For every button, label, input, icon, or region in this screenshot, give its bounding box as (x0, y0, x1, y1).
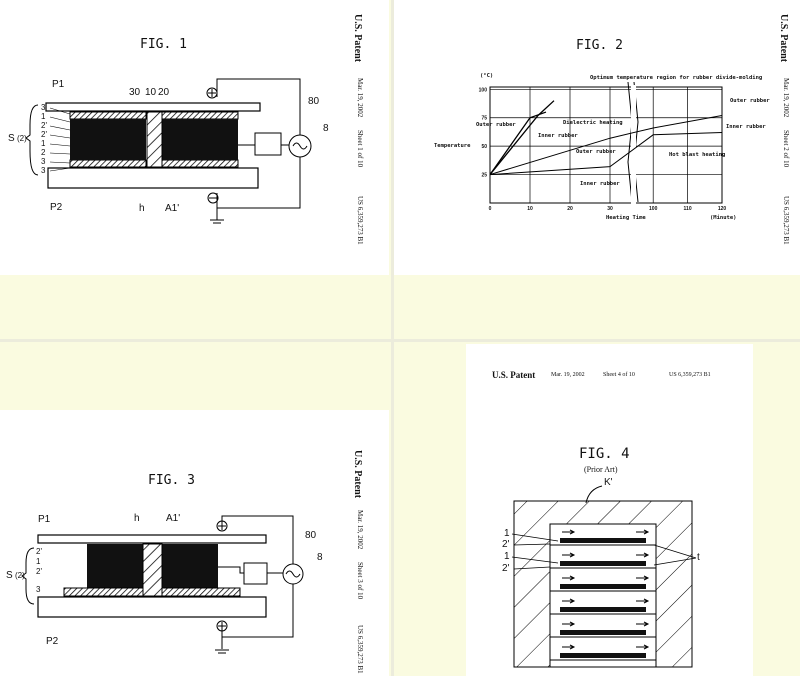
figure-3-drawing (0, 410, 389, 676)
label-2prime-b: 2' (41, 131, 47, 139)
label-80: 80 (305, 531, 316, 541)
label-3a: 3 (41, 104, 45, 112)
annotation-hot-blast: Hot blast heating (669, 153, 725, 159)
label-p2: P2 (50, 203, 62, 213)
y-tick-label: 25 (481, 173, 487, 179)
y-axis-label: Temperature (434, 144, 470, 150)
label-8: 8 (323, 124, 329, 134)
page-tile-2[interactable]: FIG. 2 1007550250102030100110120 (°C) Te… (394, 0, 800, 339)
label-s: S (6, 571, 13, 581)
label-8: 8 (317, 553, 323, 563)
label-h: h (134, 514, 140, 524)
label-2prime: 2' (41, 122, 47, 130)
label-2prime-a: 2' (502, 540, 509, 550)
header-number: US 6,359,273 B1 (356, 196, 364, 245)
annotation-inner-rubber-1: Inner rubber (538, 134, 578, 140)
label-1a: 1 (41, 113, 45, 121)
page-tile-4[interactable]: U.S. Patent Mar. 19, 2002 Sheet 4 of 10 … (394, 342, 800, 676)
x-tick-label: 20 (567, 206, 573, 212)
y-tick-label: 100 (479, 87, 488, 93)
mold-layer (560, 561, 646, 566)
annotation-outer-rubber-3: Outer rubber (730, 99, 770, 105)
label-20: 20 (158, 88, 169, 98)
x-tick-label: 100 (649, 206, 658, 212)
annotation-outer-rubber-1: Outer rubber (476, 123, 516, 129)
label-1a: 1 (504, 529, 510, 539)
label-2prime-b: 2' (36, 568, 42, 576)
header-date: Mar. 19, 2002 (356, 510, 364, 549)
label-1b: 1 (41, 140, 45, 148)
label-k: K' (604, 478, 613, 488)
label-1b: 1 (504, 552, 510, 562)
horizontal-divider (0, 339, 800, 342)
figure-4-drawing (466, 344, 753, 676)
figure-1-drawing (0, 0, 389, 275)
x-unit: (Minute) (710, 216, 737, 222)
patent-sheet-3: FIG. 3 P1 P2 h A1' 80 8 S (2 (0, 410, 389, 676)
label-30: 30 (129, 88, 140, 98)
label-p1: P1 (38, 515, 50, 525)
header-sheet: Sheet 2 of 10 (782, 130, 790, 167)
x-tick-label: 0 (489, 206, 492, 212)
label-a1: A1' (166, 514, 180, 524)
label-p1: P1 (52, 80, 64, 90)
mold-layer (560, 607, 646, 612)
annotation-dielectric: Dielectric heating (563, 121, 623, 127)
label-2-group: (2) (17, 135, 27, 143)
annotation-outer-rubber-2: Outer rubber (576, 150, 616, 156)
header-patent: U.S. Patent (352, 450, 363, 498)
label-1: 1 (36, 558, 40, 566)
figure-2-chart: 100 75 50 25 0 10 20 30 100 110 120 (394, 0, 800, 275)
header-patent: U.S. Patent (352, 14, 363, 62)
axis-break-gap (631, 85, 636, 205)
header-patent: U.S. Patent (778, 14, 789, 62)
header-date: Mar. 19, 2002 (782, 78, 790, 117)
label-2-group: (2) (15, 572, 25, 580)
label-s: S (8, 134, 15, 144)
label-2prime-b: 2' (502, 564, 509, 574)
label-3c: 3 (41, 167, 45, 175)
y-tick-label: 75 (481, 116, 487, 122)
mold-layer (560, 584, 646, 589)
x-axis-label: Heating Time (606, 216, 646, 222)
patent-sheet-2: FIG. 2 1007550250102030100110120 (°C) Te… (394, 0, 800, 275)
header-number: US 6,359,273 B1 (356, 625, 364, 674)
header-sheet: Sheet 1 of 10 (356, 130, 364, 167)
vertical-divider (391, 0, 394, 676)
patent-sheet-1: FIG. 1 P1 P2 30 10 (0, 0, 389, 275)
page-tile-3[interactable]: FIG. 3 P1 P2 h A1' 80 8 S (2 (0, 342, 391, 676)
label-2prime-a: 2' (36, 548, 42, 556)
label-a1: A1' (165, 204, 179, 214)
y-unit: (°C) (480, 74, 493, 80)
label-10: 10 (145, 88, 156, 98)
x-tick-label: 30 (607, 206, 613, 212)
annotation-optimum: Optimum temperature region for rubber di… (590, 76, 762, 82)
mold-layer (560, 630, 646, 635)
label-h: h (139, 204, 145, 214)
mold-layer (560, 538, 646, 543)
mold-layer (560, 653, 646, 658)
label-80: 80 (308, 97, 319, 107)
label-2a: 2 (41, 149, 45, 157)
y-tick-label: 50 (481, 144, 487, 150)
x-tick-label: 110 (684, 206, 692, 212)
annotation-inner-rubber-2: Inner rubber (580, 182, 620, 188)
label-3: 3 (36, 586, 40, 594)
annotation-inner-rubber-3: Inner rubber (726, 125, 766, 131)
label-t: t (697, 553, 700, 563)
patent-sheet-4: U.S. Patent Mar. 19, 2002 Sheet 4 of 10 … (466, 344, 753, 676)
header-number: US 6,359,273 B1 (782, 196, 790, 245)
label-p2: P2 (46, 637, 58, 647)
label-3b: 3 (41, 158, 45, 166)
x-tick-label: 120 (718, 206, 727, 212)
header-date: Mar. 19, 2002 (356, 78, 364, 117)
page-tile-1[interactable]: FIG. 1 P1 P2 30 10 (0, 0, 391, 339)
header-sheet: Sheet 3 of 10 (356, 562, 364, 599)
x-tick-label: 10 (527, 206, 533, 212)
